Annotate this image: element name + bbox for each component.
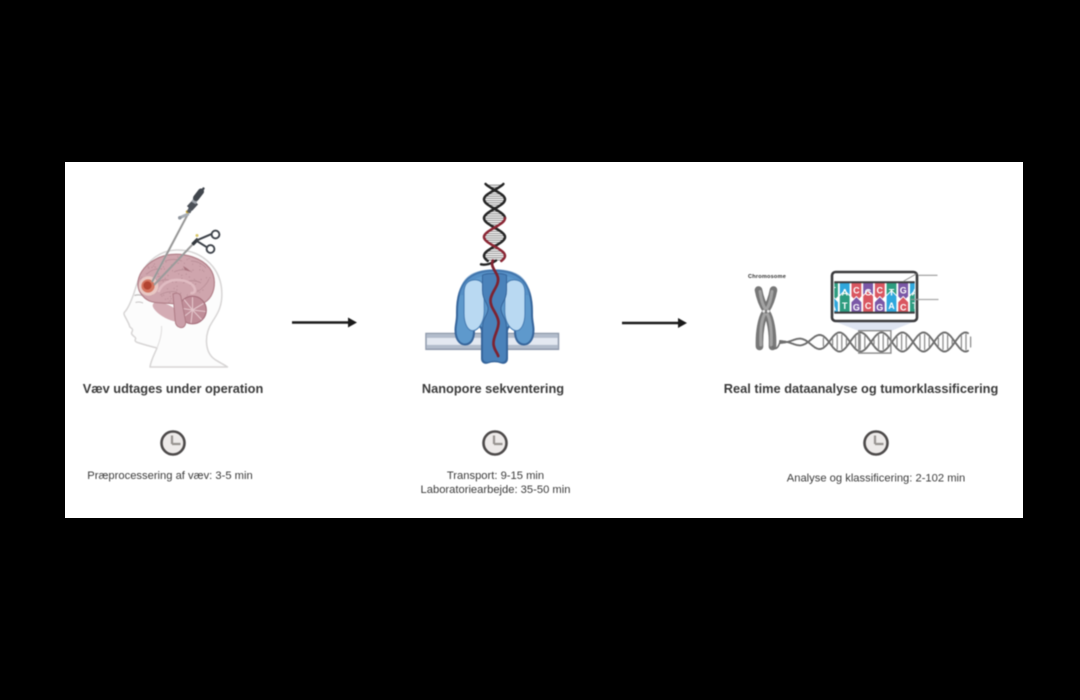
svg-text:A: A: [912, 288, 919, 298]
svg-text:Laboratoriearbejde: 35-50 min: Laboratoriearbejde: 35-50 min: [421, 484, 571, 496]
svg-text:Nanopore sekventering: Nanopore sekventering: [422, 381, 564, 396]
svg-text:G: G: [865, 288, 872, 298]
svg-text:C: C: [900, 303, 907, 313]
svg-text:T: T: [830, 286, 836, 296]
svg-text:A: A: [841, 288, 848, 298]
svg-text:Transport: 9-15 min: Transport: 9-15 min: [447, 470, 544, 482]
svg-text:C: C: [877, 286, 884, 296]
svg-text:Væv udtages under operation: Væv udtages under operation: [83, 381, 264, 396]
svg-text:Chromosome: Chromosome: [748, 274, 786, 280]
svg-text:G: G: [876, 303, 883, 313]
svg-text:Præprocessering af væv: 3-5 mi: Præprocessering af væv: 3-5 min: [87, 470, 252, 482]
svg-text:G: G: [900, 286, 907, 296]
svg-text:G: G: [853, 303, 860, 313]
svg-text:Analyse og klassificering: 2-1: Analyse og klassificering: 2-102 min: [787, 473, 965, 485]
svg-text:C: C: [853, 286, 860, 296]
svg-text:Real time dataanalyse og tumor: Real time dataanalyse og tumorklassifice…: [724, 381, 999, 396]
svg-text:T: T: [912, 301, 918, 311]
svg-text:T: T: [889, 288, 895, 298]
svg-text:C: C: [865, 301, 872, 311]
svg-text:T: T: [842, 301, 848, 311]
svg-text:A: A: [830, 303, 837, 313]
svg-text:A: A: [888, 301, 895, 311]
